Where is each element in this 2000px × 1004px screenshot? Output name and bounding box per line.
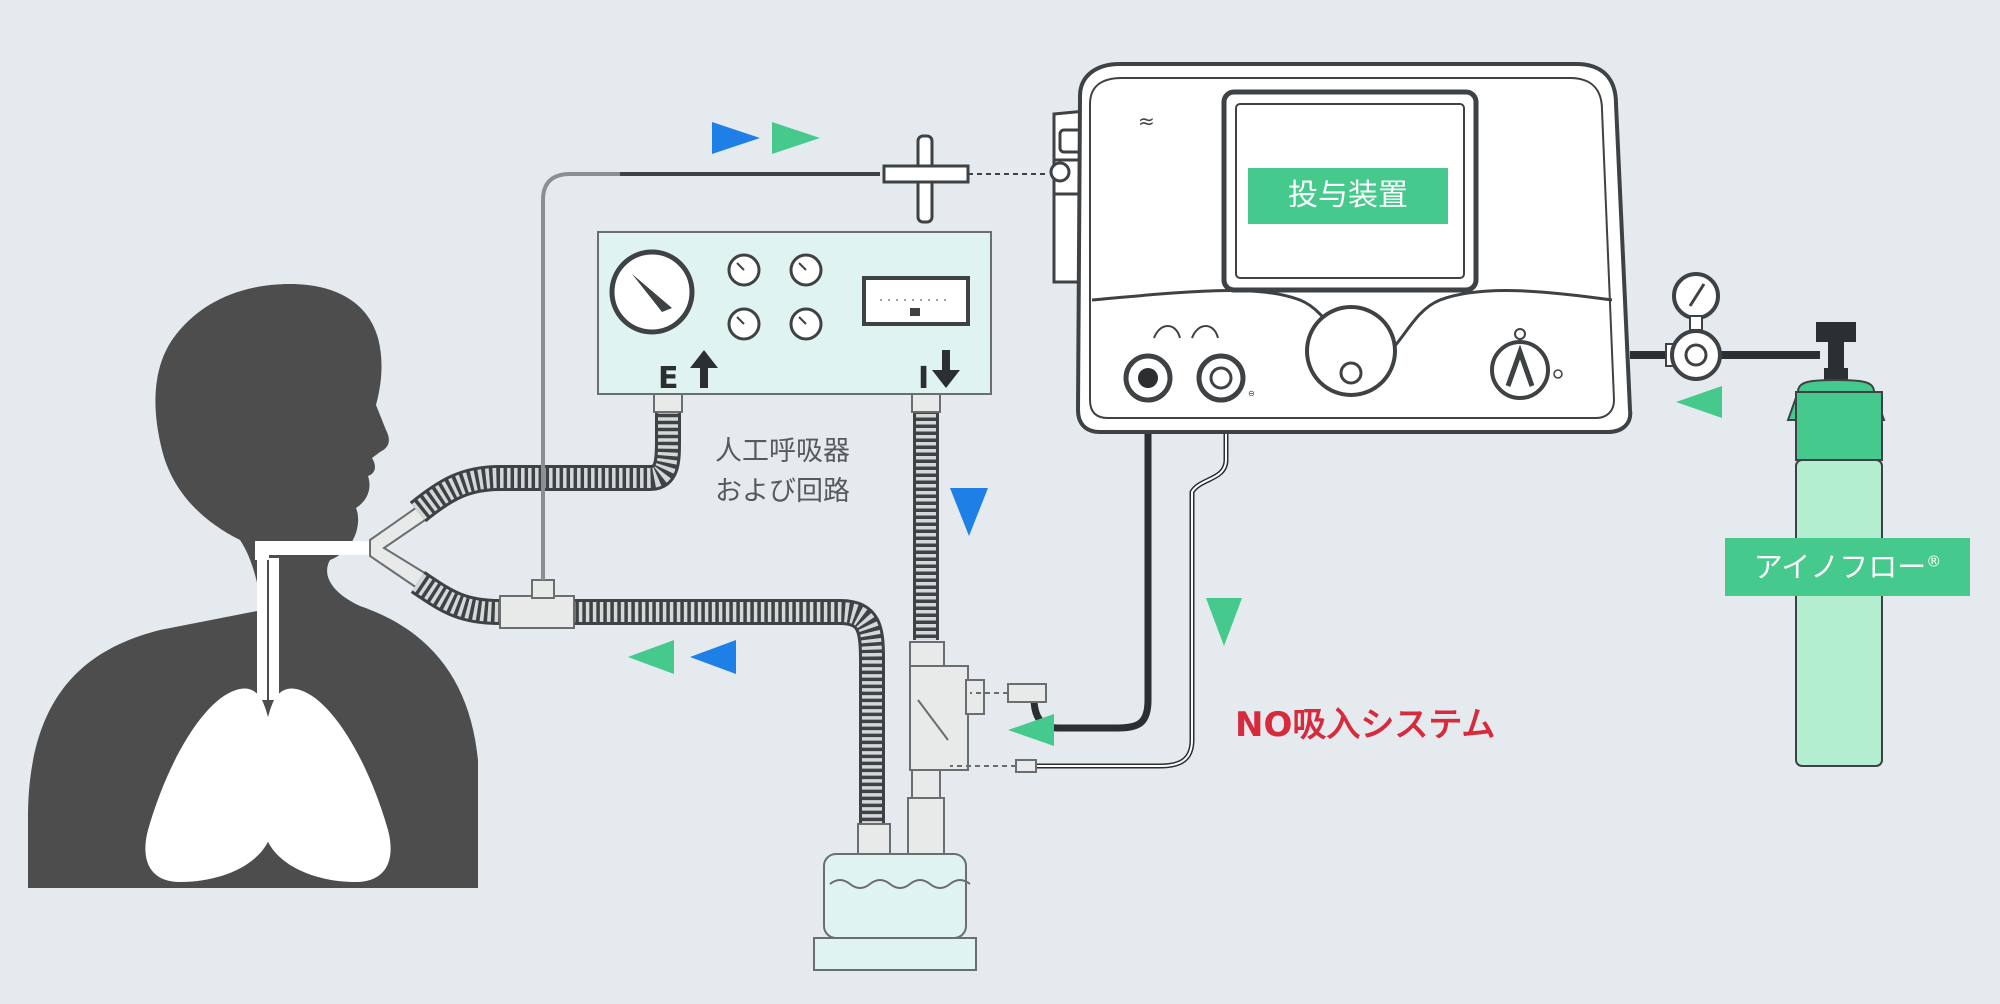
- delivery-device: ≈ ⊖: [1049, 62, 1633, 434]
- cylinder-valve-top: [1816, 322, 1856, 342]
- cylinder-top: [1795, 391, 1883, 461]
- flow-arrows: [628, 122, 1722, 746]
- meter-pointer: [910, 308, 920, 316]
- meter-display: [862, 276, 970, 326]
- port-i-label: I: [918, 361, 929, 396]
- flow-arrow-green-right: [772, 122, 820, 154]
- regulator-center: [1684, 343, 1708, 367]
- injector-module: [857, 641, 985, 855]
- down-arrow-icon: [932, 350, 960, 388]
- humidifier-neck: [907, 797, 945, 855]
- ventilator-panel: E I: [597, 231, 992, 413]
- patient-body: [28, 284, 478, 888]
- flow-arrow-green-down: [1206, 598, 1242, 646]
- expiratory-port: [653, 393, 683, 413]
- y-piece: [369, 503, 430, 592]
- port-e-label: E: [658, 361, 679, 396]
- humidifier-outlet: [857, 823, 891, 855]
- gas-inlet-indicator: [1514, 328, 1526, 340]
- knob-indicators: [736, 262, 807, 325]
- control-wheel[interactable]: [1305, 305, 1397, 397]
- gas-sample-line: [1030, 390, 1227, 767]
- sample-line: [541, 172, 620, 580]
- humidifier-inlet: [911, 769, 941, 799]
- port-caption-mark: ⊖: [1248, 389, 1255, 398]
- sample-filter: [882, 134, 1046, 224]
- trachea: [257, 558, 279, 700]
- inspiratory-port: [911, 393, 941, 413]
- left-lung: [145, 688, 276, 882]
- filter-body: [882, 164, 970, 184]
- gas-inlet-port: [1490, 340, 1550, 400]
- sample-return-center: [1209, 366, 1233, 390]
- sample-inlet-port: [1049, 161, 1071, 183]
- flow-arrow-green-injector: [1008, 714, 1054, 746]
- injector-body: [909, 665, 969, 771]
- registered-mark: ®: [1926, 552, 1942, 571]
- breathing-circuit: [369, 172, 939, 830]
- gauge-needle: [632, 274, 672, 312]
- control-wheel-center: [1339, 361, 1363, 385]
- right-lung: [260, 688, 391, 882]
- injector-line-connector: [1007, 683, 1047, 703]
- water-level: [829, 879, 971, 889]
- ventilator-label-line2: および回路: [715, 476, 850, 507]
- flow-arrow-blue-right: [712, 122, 760, 154]
- gas-inlet-symbol: [1505, 344, 1535, 387]
- endotracheal-tube: [255, 541, 375, 560]
- humidifier-chamber: [823, 853, 967, 939]
- humidifier: [813, 853, 977, 971]
- expiratory-hose: [411, 410, 678, 520]
- cylinder-valve-stem: [1828, 342, 1844, 368]
- injector-nozzle: [965, 679, 985, 715]
- sample-tee-port: [531, 579, 555, 599]
- cylinder-label: アイノフロー®: [1725, 538, 1970, 596]
- up-arrow-icon: [690, 350, 718, 388]
- cylinder-assembly: [1630, 272, 1886, 767]
- flow-arrow-blue-left: [690, 640, 736, 674]
- inlet-caption-mark: [1553, 369, 1563, 379]
- no-delivery-lines: [950, 385, 1229, 773]
- delivery-device-label: 投与装置: [1248, 168, 1448, 224]
- ventilator-label: 人工呼吸器 および回路: [715, 432, 850, 512]
- ventilator-label-line1: 人工呼吸器: [715, 436, 850, 467]
- injector-outlet-center: [1138, 368, 1158, 388]
- gas-sample-line-outer: [1030, 390, 1229, 769]
- injector-line: [1020, 385, 1152, 732]
- flow-arrow-green-left: [628, 640, 674, 674]
- flow-arrow-blue-down: [950, 488, 988, 536]
- injector-connector: [909, 641, 945, 669]
- sample-tee: [499, 595, 575, 629]
- flow-arrow-green-cylinder: [1676, 386, 1722, 418]
- inspiratory-hose: [412, 573, 882, 830]
- sample-line-connector: [1015, 759, 1037, 773]
- regulator-needle: [1688, 283, 1706, 307]
- device-logo: ≈: [1138, 109, 1155, 133]
- port-symbols: [1153, 325, 1219, 339]
- regulator-stem: [1689, 315, 1703, 331]
- humidifier-base: [813, 937, 977, 971]
- cylinder-label-text: アイノフロー: [1753, 550, 1927, 584]
- patient-silhouette: [28, 284, 478, 888]
- cylinder-body: [1795, 459, 1883, 767]
- no-system-label: NO吸入システム: [1235, 705, 1496, 745]
- injector-detail: [917, 699, 949, 741]
